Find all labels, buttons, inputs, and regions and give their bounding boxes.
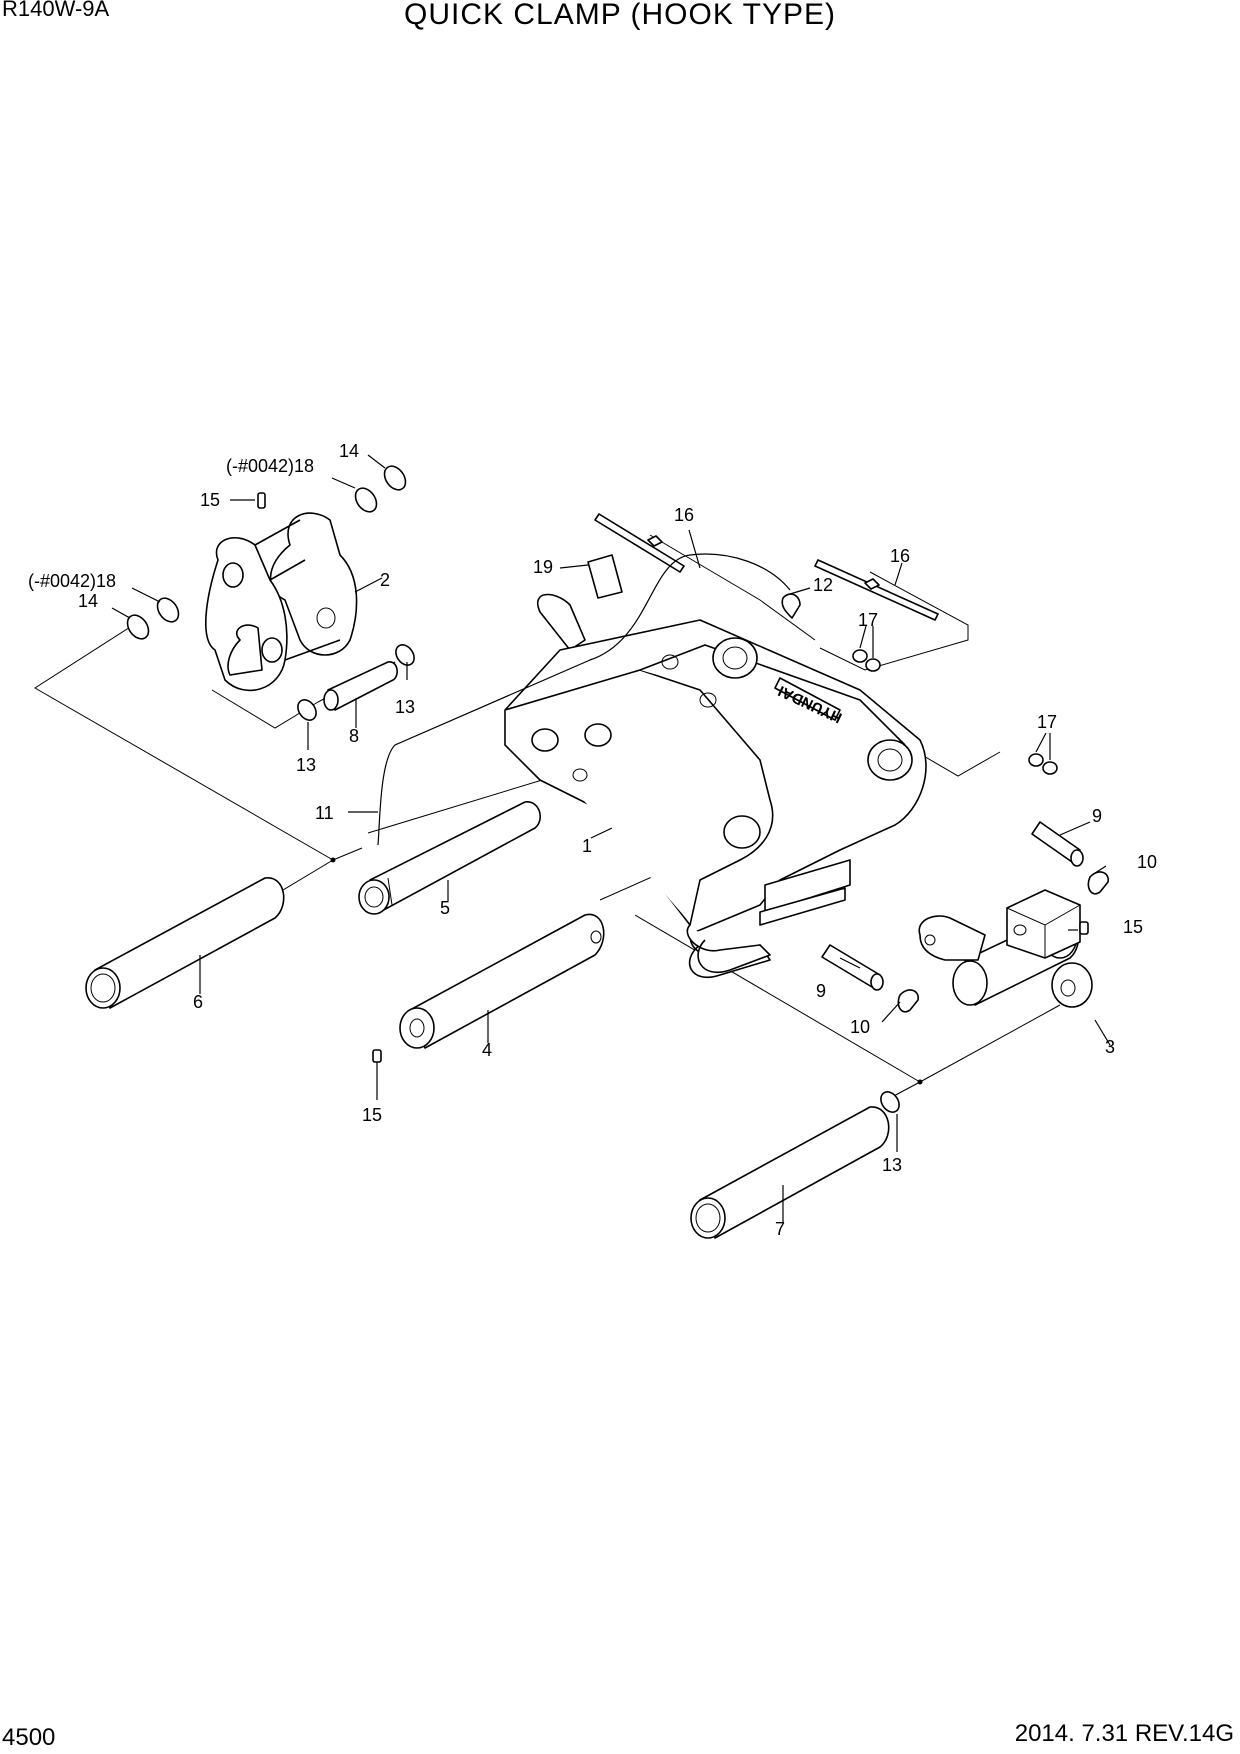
callout-part-6: 6 bbox=[193, 992, 203, 1012]
callout-part-15-top: 15 bbox=[200, 490, 220, 510]
callout-part-9-upper: 9 bbox=[1092, 806, 1102, 826]
pin-4 bbox=[399, 913, 605, 1049]
callout-part-17-upper: 17 bbox=[858, 610, 878, 630]
callout-part-13-bottom: 13 bbox=[882, 1155, 902, 1175]
quick-clamp-frame: HYUNDAI bbox=[504, 593, 927, 978]
callout-part-16-left: 16 bbox=[674, 505, 694, 525]
callout-part-4: 4 bbox=[482, 1040, 492, 1060]
callout-part-1: 1 bbox=[582, 836, 592, 856]
page-number: 4500 bbox=[2, 1724, 56, 1751]
leader-lines bbox=[111, 454, 1111, 1222]
callout-part-14-top: 14 bbox=[339, 441, 359, 461]
callout-part-15-right: 15 bbox=[1123, 917, 1143, 937]
callout-part-14-left: 14 bbox=[78, 591, 98, 611]
callout-part-9-lower: 9 bbox=[816, 981, 826, 1001]
callout-part-16-right: 16 bbox=[890, 546, 910, 566]
callout-part-2: 2 bbox=[380, 570, 390, 590]
pin-8 bbox=[323, 661, 398, 711]
pin-5 bbox=[358, 801, 541, 915]
small-hardware bbox=[126, 465, 1109, 1113]
page-title: QUICK CLAMP (HOOK TYPE) bbox=[404, 0, 836, 31]
callout-part-13-right: 13 bbox=[395, 697, 415, 717]
callout-part-18-top: (-#0042)18 bbox=[226, 456, 314, 476]
callout-part-8: 8 bbox=[349, 726, 359, 746]
callout-part-7: 7 bbox=[775, 1219, 785, 1239]
callout-part-10-upper: 10 bbox=[1137, 852, 1157, 872]
callout-part-19: 19 bbox=[533, 557, 553, 577]
callout-part-5: 5 bbox=[440, 898, 450, 918]
pin-6 bbox=[85, 877, 285, 1009]
link-plate bbox=[205, 492, 358, 692]
callout-part-12: 12 bbox=[813, 575, 833, 595]
callout-part-10-lower: 10 bbox=[850, 1017, 870, 1037]
callout-part-3: 3 bbox=[1105, 1037, 1115, 1057]
model-number: R140W-9A bbox=[2, 0, 110, 21]
callout-part-17-lower: 17 bbox=[1037, 712, 1057, 732]
callout-part-13-left: 13 bbox=[296, 755, 316, 775]
pin-7 bbox=[690, 1106, 890, 1239]
callout-part-15-bottom: 15 bbox=[362, 1105, 382, 1125]
hydraulic-cylinder bbox=[918, 889, 1093, 1008]
part-callouts: 1 2 3 4 5 6 7 8 9 9 10 10 11 12 13 13 13… bbox=[28, 441, 1157, 1239]
callout-part-11: 11 bbox=[315, 803, 334, 823]
revision-date: 2014. 7.31 REV.14G bbox=[1014, 1720, 1234, 1747]
callout-part-18-left: (-#0042)18 bbox=[28, 571, 116, 591]
